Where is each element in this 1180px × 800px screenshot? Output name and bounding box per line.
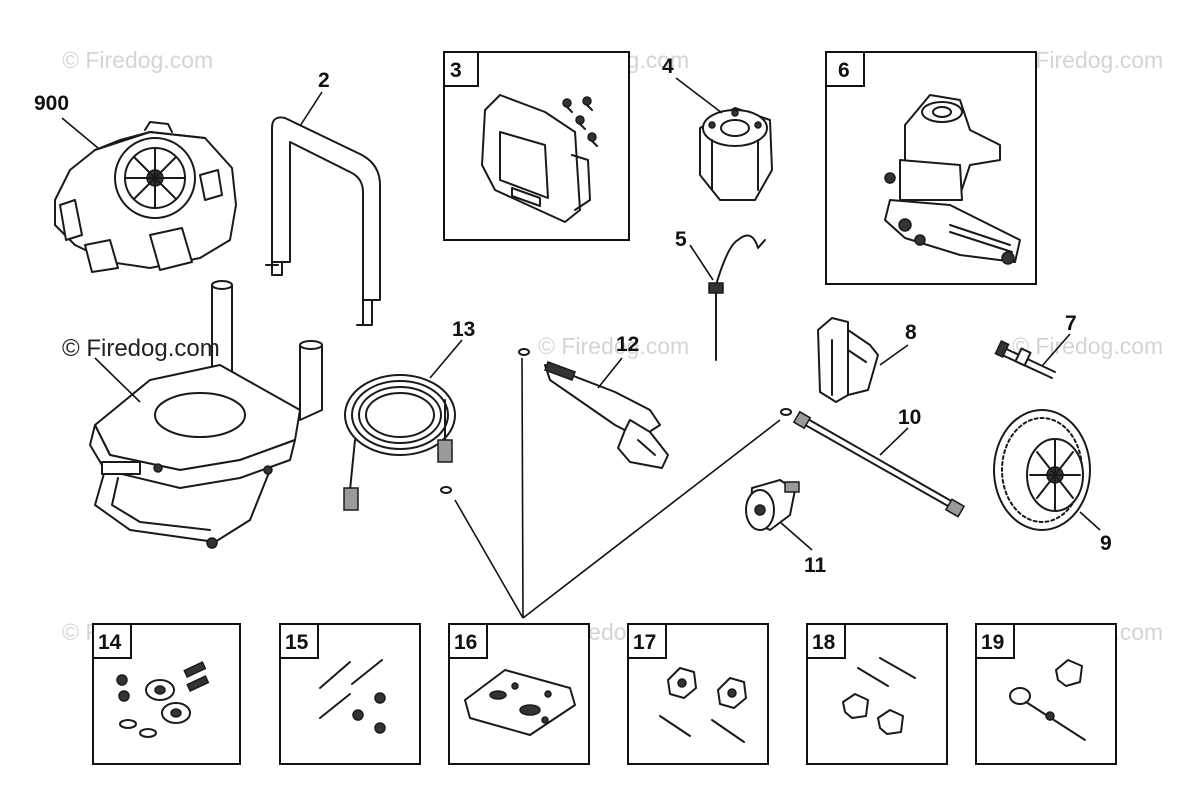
leader-11	[779, 521, 813, 551]
leader-frame	[94, 357, 141, 403]
leader-16c	[522, 419, 781, 619]
watermark-mid-right: © Firedog.com	[1012, 333, 1163, 359]
adapter-part	[699, 107, 773, 201]
nozzle-part	[745, 479, 800, 531]
callout-13: 13	[452, 318, 475, 341]
leader-16b	[521, 357, 524, 619]
callout-9: 9	[1100, 532, 1112, 555]
leader-9	[1079, 511, 1101, 531]
callout-16: 16	[454, 631, 477, 654]
wand-part	[780, 408, 966, 518]
box-18-tab	[806, 623, 846, 659]
box-6-tab	[825, 51, 865, 87]
box-19-tab	[975, 623, 1015, 659]
spray-gun-part	[518, 348, 669, 469]
frame-part	[89, 280, 323, 549]
callout-11: 11	[804, 554, 827, 577]
hardware-kit-14	[116, 661, 210, 738]
callout-2: 2	[318, 69, 330, 92]
leader-13	[429, 339, 463, 379]
leader-12	[597, 357, 623, 389]
watermark-mid-center: © Firedog.com	[538, 333, 689, 359]
engine-part	[54, 121, 237, 273]
leader-2	[299, 91, 323, 127]
axle-bolt-part	[994, 339, 1056, 379]
watermark-dark: © Firedog.com	[62, 335, 220, 362]
seal-kit-16	[464, 669, 576, 736]
wheel-part	[993, 409, 1091, 531]
box-16-tab	[448, 623, 488, 659]
pin-kit-19	[1009, 659, 1086, 741]
leader-8	[879, 344, 909, 366]
holder-part	[817, 317, 879, 403]
callout-18: 18	[812, 631, 836, 654]
dipstick-part	[708, 234, 766, 361]
watermark-top-right: © Firedog.com	[1012, 47, 1163, 73]
callout-3: 3	[450, 59, 462, 82]
hose-part	[343, 374, 456, 511]
leader-10	[879, 427, 909, 456]
callout-8: 8	[905, 321, 917, 344]
watermark-top-left: © Firedog.com	[62, 47, 213, 73]
hardware-kit-15	[319, 659, 386, 734]
leader-7	[1041, 333, 1071, 367]
pump-part	[884, 94, 1021, 265]
bolt-kit-18	[842, 657, 916, 735]
callout-17: 17	[633, 631, 656, 654]
callout-900: 900	[34, 92, 69, 115]
callout-12: 12	[616, 333, 639, 356]
callout-14: 14	[98, 631, 122, 654]
leader-4	[675, 77, 723, 114]
callout-10: 10	[898, 406, 921, 429]
leader-5	[689, 244, 714, 281]
box-3-tab	[443, 51, 479, 87]
callout-15: 15	[285, 631, 309, 654]
leader-900	[61, 117, 99, 149]
knob-kit-17	[659, 667, 747, 743]
callout-6: 6	[838, 59, 850, 82]
box-14-tab	[92, 623, 132, 659]
callout-5: 5	[675, 228, 687, 251]
callout-19: 19	[981, 631, 1004, 654]
callout-4: 4	[662, 55, 674, 78]
control-panel-part	[481, 94, 598, 223]
box-15-tab	[279, 623, 319, 659]
leader-16a	[454, 499, 524, 619]
callout-7: 7	[1065, 312, 1077, 335]
handle-part	[265, 116, 381, 326]
box-17-tab	[627, 623, 667, 659]
